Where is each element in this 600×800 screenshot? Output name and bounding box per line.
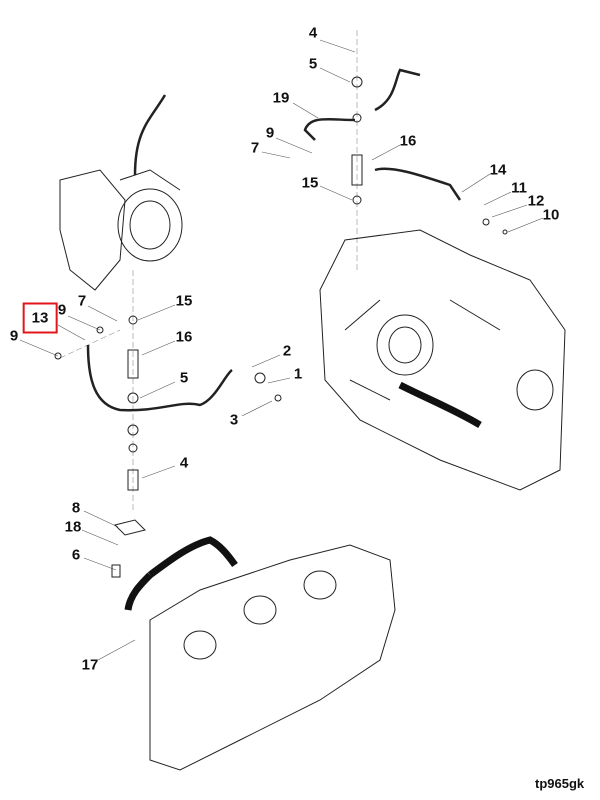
callout-6[interactable]: 6: [71, 546, 81, 564]
callout-9[interactable]: 9: [265, 124, 275, 142]
callout-5[interactable]: 5: [308, 55, 318, 73]
callout-14[interactable]: 14: [489, 161, 507, 179]
turbocharger: [59, 94, 183, 291]
engine-block-lower: [149, 544, 396, 771]
callout-7[interactable]: 7: [250, 139, 260, 157]
callout-4[interactable]: 4: [308, 24, 318, 42]
callout-1[interactable]: 1: [293, 365, 303, 383]
callout-4[interactable]: 4: [179, 454, 189, 472]
callout-17[interactable]: 17: [81, 656, 99, 674]
engine-block-upper: [319, 229, 566, 491]
callout-8[interactable]: 8: [71, 499, 81, 517]
callout-15[interactable]: 15: [175, 292, 193, 310]
callout-18[interactable]: 18: [64, 518, 82, 536]
callout-12[interactable]: 12: [527, 192, 545, 210]
callout-9[interactable]: 9: [57, 301, 67, 319]
callout-13-highlighted[interactable]: 13: [22, 302, 58, 334]
callout-10[interactable]: 10: [542, 206, 560, 224]
callout-11[interactable]: 11: [511, 179, 527, 197]
callout-7[interactable]: 7: [77, 292, 87, 310]
assembly-centerlines: [59, 30, 358, 510]
callout-2[interactable]: 2: [282, 342, 292, 360]
leader-lines: [19, 39, 544, 661]
callout-19[interactable]: 19: [272, 89, 290, 107]
oil-lines: [86, 68, 482, 611]
callout-16[interactable]: 16: [175, 328, 193, 346]
drawing-code: tp965gk: [535, 776, 585, 791]
callout-9[interactable]: 9: [9, 327, 19, 345]
callout-3[interactable]: 3: [229, 411, 239, 429]
callout-15[interactable]: 15: [301, 174, 319, 192]
callout-16[interactable]: 16: [399, 132, 417, 150]
callout-5[interactable]: 5: [179, 369, 189, 387]
fittings-and-washers: [54, 76, 508, 578]
